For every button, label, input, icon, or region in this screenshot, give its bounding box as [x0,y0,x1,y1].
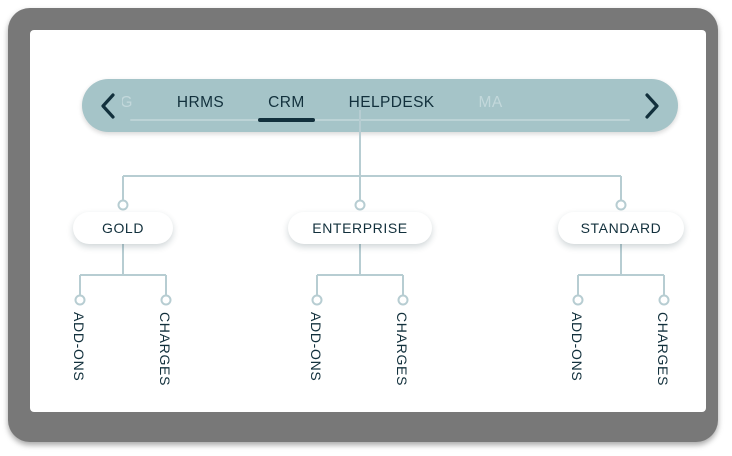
tab-label: HRMS [176,93,225,111]
node-gold[interactable]: GOLD [73,212,173,244]
tab-carousel: ...ING HRMS CRM HELPDESK MA [82,79,678,132]
tab-rail [130,119,630,121]
chevron-left-icon[interactable] [88,79,128,132]
chevron-right-icon[interactable] [632,79,672,132]
leaf-gold-charges[interactable]: CHARGES [157,312,173,387]
node-label: ENTERPRISE [312,220,408,236]
tab-label: CRM [268,93,305,111]
tab-label: MA [478,93,503,111]
node-label: STANDARD [580,220,662,236]
tab-strip: ...ING HRMS CRM HELPDESK MA [122,79,525,132]
app-canvas: ...ING HRMS CRM HELPDESK MA [30,30,706,412]
tab-marketing[interactable]: MA [457,79,525,132]
tab-helpdesk[interactable]: HELPDESK [327,79,457,132]
node-label: GOLD [101,220,145,236]
active-tab-underline [258,118,315,122]
node-enterprise[interactable]: ENTERPRISE [288,212,432,244]
tab-label: ...ING [122,93,133,111]
tab-billing[interactable]: ...ING [122,79,155,132]
device-frame: ...ING HRMS CRM HELPDESK MA [8,8,718,442]
tab-label: HELPDESK [348,93,435,111]
leaf-enterprise-addons[interactable]: ADD-ONS [308,312,324,382]
tab-track: ...ING HRMS CRM HELPDESK MA [122,79,638,132]
leaf-standard-charges[interactable]: CHARGES [655,312,671,387]
leaf-enterprise-charges[interactable]: CHARGES [394,312,410,387]
leaf-standard-addons[interactable]: ADD-ONS [569,312,585,382]
tab-crm[interactable]: CRM [246,79,327,132]
tab-hrms[interactable]: HRMS [155,79,246,132]
node-standard[interactable]: STANDARD [558,212,684,244]
leaf-gold-addons[interactable]: ADD-ONS [71,312,87,382]
